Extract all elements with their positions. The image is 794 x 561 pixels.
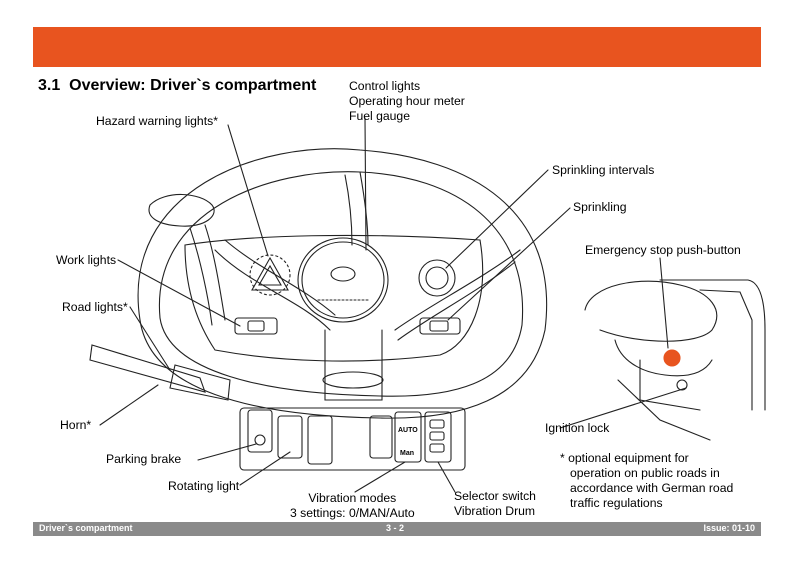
instrument-gauge (297, 237, 389, 323)
label-road-lights: Road lights* (62, 300, 128, 314)
sprinkling-knob (418, 259, 456, 297)
page-title: 3.1 Overview: Driver`s compartment (38, 77, 316, 95)
label-ignition-lock: Ignition lock (545, 421, 610, 435)
label-rotating-light: Rotating light (168, 479, 240, 493)
label-sprinkling-intervals: Sprinkling intervals (552, 163, 655, 177)
footer-issue: Issue: 01-10 (703, 523, 755, 533)
footnote-optional-equipment: * optional equipment for operation on pu… (560, 451, 734, 510)
parking-brake-switch (247, 409, 273, 453)
emergency-stop-button (663, 349, 681, 367)
label-work-lights: Work lights (56, 253, 117, 267)
footer-section: Driver`s compartment (39, 523, 133, 533)
header-bar (33, 27, 761, 67)
label-horn: Horn* (60, 418, 92, 432)
lower-switch-panel (239, 407, 466, 471)
dashboard-panel (184, 234, 484, 362)
operator-area-overview (584, 280, 718, 342)
sprinkling-switch (419, 317, 461, 335)
hazard-switch (251, 256, 289, 291)
label-selector-switch: Selector switch Vibration Drum (454, 489, 536, 518)
label-emergency-stop: Emergency stop push-button (585, 243, 741, 257)
footer-page-number: 3 - 2 (386, 523, 405, 533)
footer-bar: Driver`s compartment 3 - 2 Issue: 01-10 (33, 522, 761, 536)
lever-stalk (89, 344, 206, 393)
vibration-mode-switch (394, 411, 422, 463)
section-number: 3.1 (38, 77, 61, 94)
man-mark: Man (400, 450, 414, 457)
label-parking-brake: Parking brake (106, 452, 182, 466)
section-title: Overview: Driver`s compartment (69, 77, 317, 94)
auto-mark: AUTO (398, 427, 418, 434)
label-hazard-warning-lights: Hazard warning lights* (96, 114, 218, 128)
label-sprinkling: Sprinkling (573, 200, 627, 214)
rotating-light-switch (277, 415, 303, 459)
label-vibration-modes: Vibration modes 3 settings: 0/MAN/Auto (290, 491, 415, 520)
label-control-lights: Control lights Operating hour meter Fuel… (349, 79, 465, 123)
work-lights-switch (234, 317, 278, 335)
